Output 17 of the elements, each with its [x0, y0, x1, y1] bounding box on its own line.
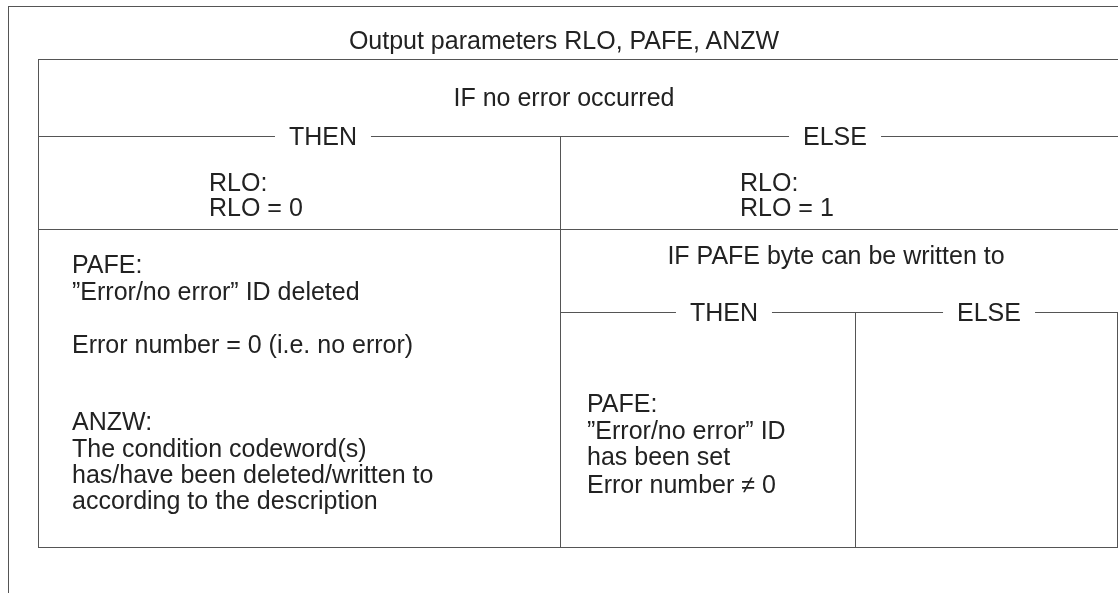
- statement-text: ANZW:: [72, 408, 153, 434]
- statement-text: RLO = 0: [209, 194, 303, 220]
- frame-heading: Output parameters RLO, PAFE, ANZW: [347, 27, 781, 53]
- statement-text: Error number = 0 (i.e. no error): [72, 331, 414, 357]
- condition-text: IF no error occurred: [452, 84, 676, 110]
- statement-text: RLO:: [740, 169, 799, 195]
- statement-text: ”Error/no error” ID deleted: [72, 278, 360, 304]
- statement-text: RLO:: [209, 169, 268, 195]
- structogram-frame: [8, 6, 1118, 593]
- statement-block: [38, 229, 560, 548]
- statement-text: RLO = 1: [740, 194, 834, 220]
- statement-text: PAFE:: [587, 390, 658, 416]
- statement-text: Error number ≠ 0: [587, 471, 776, 497]
- statement-text: ”Error/no error” ID has been set: [587, 417, 787, 469]
- statement-text: PAFE:: [72, 251, 143, 277]
- statement-text: The condition codeword(s) has/have been deleted/written to according to the description: [72, 435, 435, 513]
- condition-text: IF PAFE byte can be written to: [666, 242, 1006, 268]
